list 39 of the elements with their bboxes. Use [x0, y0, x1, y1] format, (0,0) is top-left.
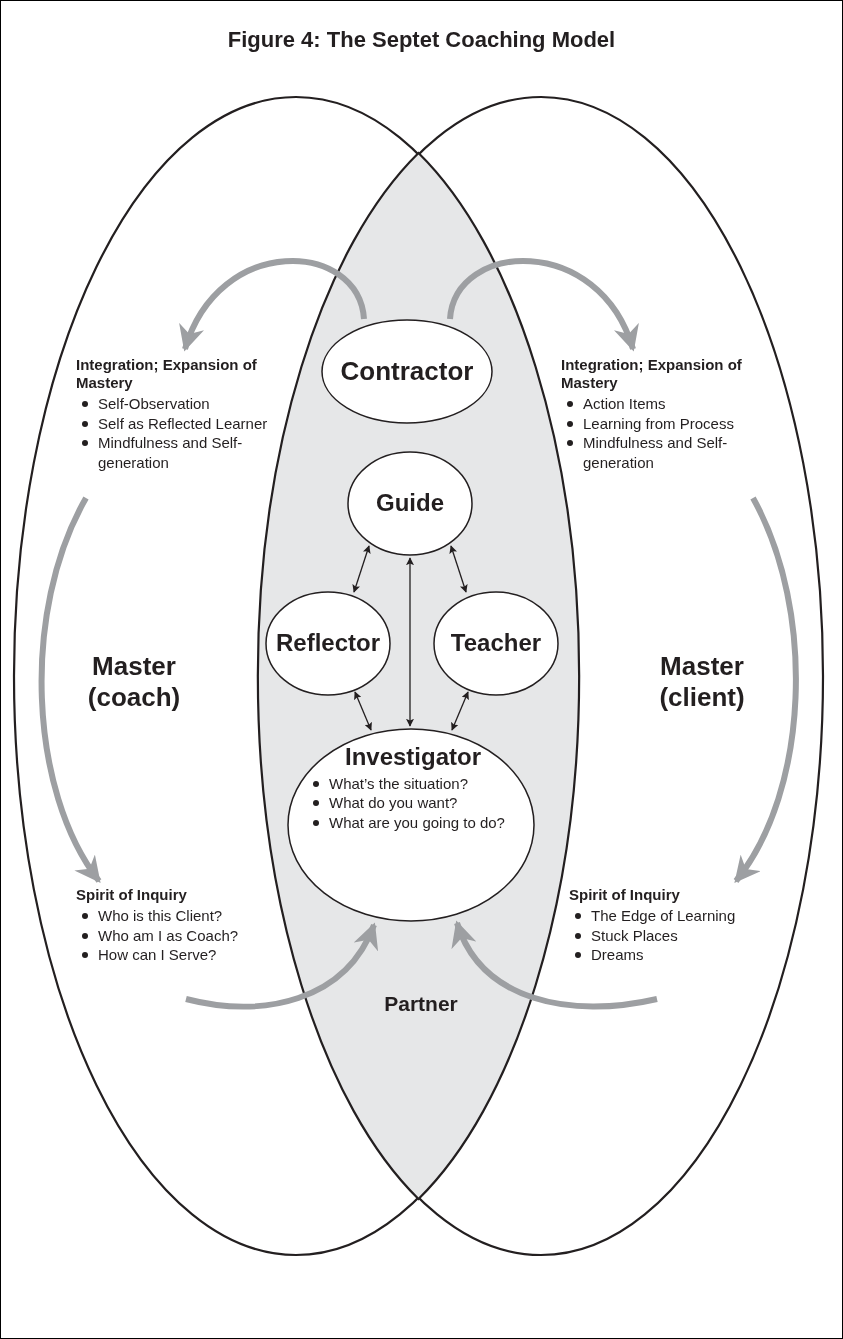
list-item: Self-Observation: [98, 394, 210, 414]
curved-arrow: [453, 920, 658, 1010]
curved-arrow: [181, 258, 367, 352]
curved-arrow: [185, 922, 377, 1010]
double-headed-arrow: [406, 557, 414, 727]
double-headed-arrow: [451, 691, 469, 731]
list-item: Mindfulness and Self-generation: [583, 433, 729, 472]
list-item: Action Items: [583, 394, 666, 414]
list-item: Who is this Client?: [98, 906, 223, 926]
list-item: What are you going to do?: [329, 812, 505, 833]
heading: Integration; Expansion of Mastery: [76, 356, 258, 392]
list-item: Stuck Places: [591, 925, 678, 945]
node-label: Teacher: [450, 629, 542, 658]
node-label: Investigator: [344, 743, 482, 772]
heading: Integration; Expansion of Mastery: [561, 356, 743, 392]
node-label: Partner: [383, 991, 459, 1017]
node-label: Reflector: [276, 629, 380, 658]
curved-arrow: [38, 496, 102, 884]
list-item: The Edge of Learning: [591, 906, 736, 926]
list-item: Self as Reflected Learner: [98, 413, 268, 433]
title: Figure 4: The Septet Coaching Model: [226, 27, 617, 53]
node-label: Contractor: [340, 355, 474, 388]
double-headed-arrow: [352, 545, 371, 593]
list-item: Learning from Process: [583, 413, 734, 433]
list-item: Dreams: [591, 945, 644, 965]
node-label: Master (coach): [86, 651, 182, 714]
curved-arrow: [447, 258, 637, 352]
list-item: What’s the situation?: [329, 773, 468, 794]
node-label: Guide: [376, 489, 444, 518]
heading: Spirit of Inquiry: [569, 886, 681, 904]
curved-arrow: [733, 496, 799, 884]
double-headed-arrow: [449, 545, 468, 593]
list-item: How can I Serve?: [98, 945, 217, 965]
list-item: What do you want?: [329, 793, 458, 813]
node-label: Master (client): [658, 651, 746, 714]
list-item: Who am I as Coach?: [98, 925, 239, 945]
heading: Spirit of Inquiry: [76, 886, 188, 904]
double-headed-arrow: [354, 691, 372, 731]
list-item: Mindfulness and Self-generation: [98, 433, 244, 472]
